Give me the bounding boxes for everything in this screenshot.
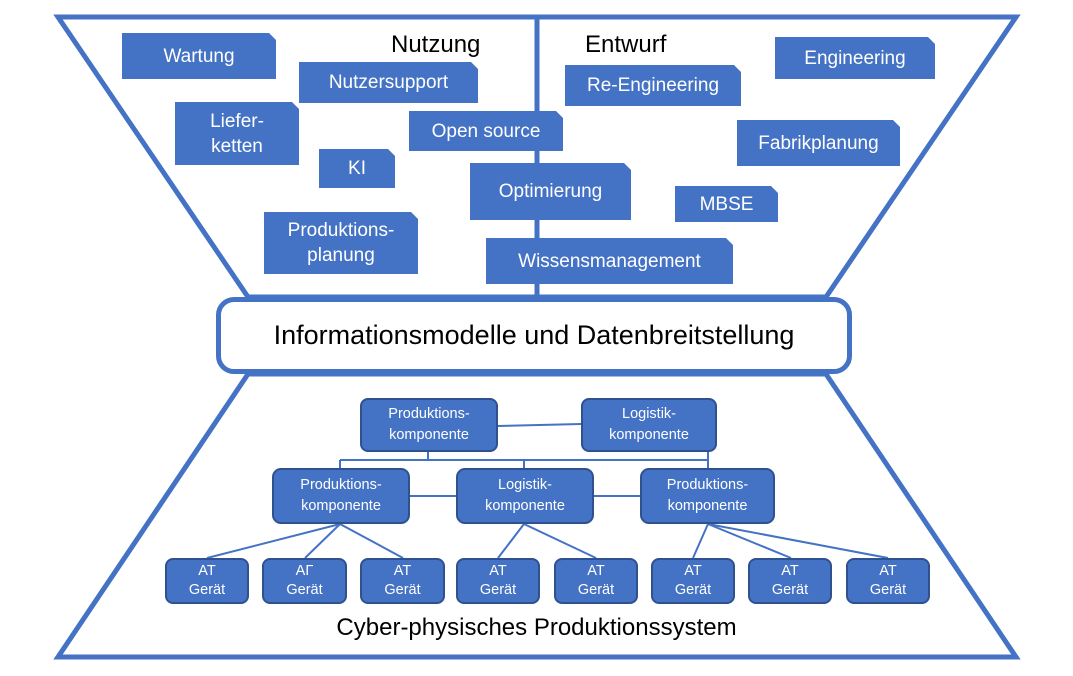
cps-title: Cyber-physisches Produktionssystem xyxy=(336,614,737,641)
tag-shape-wartung xyxy=(122,33,276,79)
tag-shape-open-source xyxy=(409,111,563,151)
device-5: AT Gerät xyxy=(554,558,638,604)
tag-shape-engineering xyxy=(775,37,935,79)
device-6: AT Gerät xyxy=(651,558,735,604)
tag-shape-produktionsplanung xyxy=(264,212,418,274)
tag-shape-lieferketten xyxy=(175,102,299,165)
device-1: AT Gerät xyxy=(165,558,249,604)
tag-open-source: Open source xyxy=(431,120,541,142)
information-model-label: Informationsmodelle und Datenbreitstellu… xyxy=(273,320,795,350)
tag-wissensmanagement: Wissensmanagement xyxy=(518,250,701,272)
node-top-production-component: Produktions- komponente xyxy=(360,398,498,452)
tag-re-engineering: Re-Engineering xyxy=(586,75,720,96)
tag-lieferketten: Liefer- ketten xyxy=(210,110,264,157)
tag-engineering: Engineering xyxy=(804,47,906,69)
device-8: AT Gerät xyxy=(846,558,930,604)
device-7: AT Gerät xyxy=(748,558,832,604)
heading-entwurf: Entwurf xyxy=(585,31,667,58)
tag-shape-ki xyxy=(319,149,395,188)
node-top-logistics-component: Logistik- komponente xyxy=(581,398,717,452)
node-mid-production-component-left: Produktions- komponente xyxy=(272,468,410,524)
hierarchy-connectors xyxy=(206,423,889,559)
heading-nutzung: Nutzung xyxy=(391,31,481,58)
node-mid-logistics-component: Logistik- komponente xyxy=(456,468,594,524)
tag-shape-fabrikplanung xyxy=(737,120,900,166)
information-model-band: Informationsmodelle und Datenbreitstellu… xyxy=(216,297,852,374)
tag-shape-nutzersupport xyxy=(299,62,478,103)
tag-fabrikplanung: Fabrikplanung xyxy=(758,132,879,154)
device-2: AΓ Gerät xyxy=(262,558,347,604)
tag-mbse: MBSE xyxy=(699,193,754,215)
device-4: AT Gerät xyxy=(456,558,540,604)
tag-produktionsplanung: Produktions- planung xyxy=(287,220,395,266)
bottom-trapezoid xyxy=(53,371,1021,660)
tag-shape-wissensmanagement xyxy=(486,238,733,284)
tag-nutzersupport: Nutzersupport xyxy=(328,72,449,93)
tag-shape-mbse xyxy=(675,186,778,222)
tag-optimierung: Optimierung xyxy=(498,181,603,202)
tag-shape-optimierung xyxy=(470,163,631,220)
tag-shapes xyxy=(122,33,935,284)
node-mid-production-component-right: Produktions- komponente xyxy=(640,468,775,524)
tag-wartung: Wartung xyxy=(163,45,235,67)
tag-shape-re-engineering xyxy=(565,65,741,106)
tag-ki: KI xyxy=(348,158,366,179)
device-3: AT Gerät xyxy=(360,558,445,604)
